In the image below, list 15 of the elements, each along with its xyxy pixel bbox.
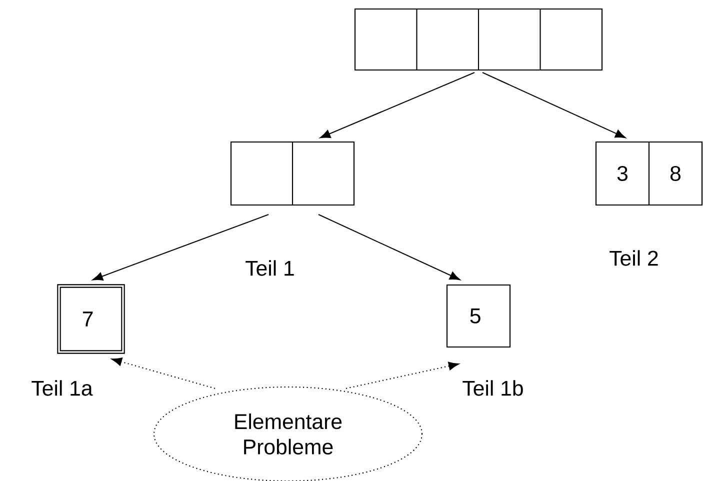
part-label: Teil 1a (32, 380, 93, 396)
arrow (346, 362, 459, 389)
part-label: Teil 2 (610, 250, 658, 266)
part-label: Teil 1b (462, 380, 523, 396)
arrow (92, 214, 269, 280)
arrow (318, 214, 460, 280)
number-box: 5 (446, 284, 511, 348)
arrow (320, 72, 475, 138)
array-box (230, 141, 355, 206)
part-label: Teil 1 (246, 260, 294, 276)
arrow (112, 358, 216, 389)
number-box: 7 (57, 284, 125, 354)
array-box: 3 8 (595, 141, 703, 206)
arrow (482, 72, 626, 138)
array-box (354, 8, 603, 71)
